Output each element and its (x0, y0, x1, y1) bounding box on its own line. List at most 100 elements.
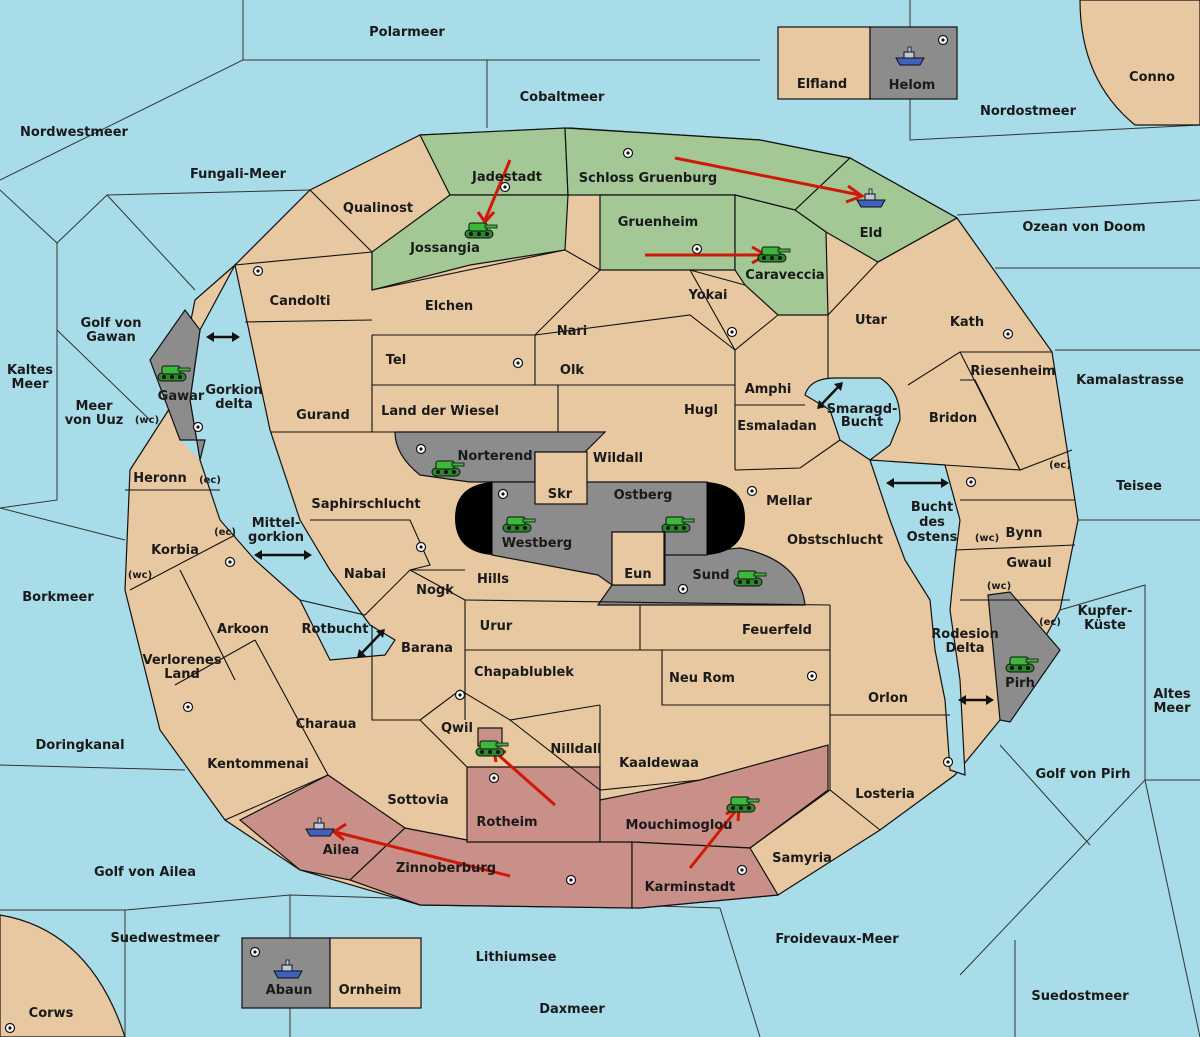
sea-altes-meer[interactable]: Altes (1153, 687, 1191, 702)
sea-daxmeer[interactable]: Daxmeer (539, 1002, 605, 1017)
land-neu-rom[interactable]: Neu Rom (669, 671, 735, 686)
land-saphirschlucht[interactable]: Saphirschlucht (311, 497, 420, 512)
land-ailea[interactable]: Ailea (323, 843, 360, 858)
land-nogk[interactable]: Nogk (416, 583, 454, 598)
sea-ozean-von-doom[interactable]: Ozean von Doom (1022, 220, 1145, 235)
land-orlon[interactable]: Orlon (868, 691, 908, 706)
sea-kupfer-kueste[interactable]: Kupfer- (1078, 604, 1133, 619)
land-feuerfeld[interactable]: Feuerfeld (742, 623, 812, 638)
fleet-unit-icon[interactable] (895, 46, 925, 66)
army-unit-icon[interactable] (502, 516, 536, 533)
land-charaua[interactable]: Charaua (296, 717, 357, 732)
army-unit-icon[interactable] (475, 740, 509, 757)
land-rodesion-delta[interactable]: Rodesion (931, 627, 998, 642)
land-ostberg[interactable]: Ostberg (614, 488, 673, 503)
army-unit-icon[interactable] (431, 460, 465, 477)
land-jadestadt[interactable]: Jadestadt (471, 170, 542, 185)
sea-teisee[interactable]: Teisee (1116, 479, 1162, 494)
land-qwil[interactable]: Qwil (441, 721, 473, 736)
land-gawar[interactable]: Gawar (158, 389, 205, 404)
land-bridon[interactable]: Bridon (929, 411, 977, 426)
land-gurand[interactable]: Gurand (296, 408, 350, 423)
land-abaun[interactable]: Abaun (266, 983, 313, 998)
land-hills[interactable]: Hills (477, 572, 509, 587)
region-ornheim[interactable] (329, 937, 422, 1009)
sea-kaltes-meer[interactable]: Kaltes (7, 363, 53, 378)
region-conno[interactable] (1079, 0, 1200, 126)
land-rotheim[interactable]: Rotheim (476, 815, 537, 830)
sea-kamalastrasse[interactable]: Kamalastrasse (1076, 373, 1184, 388)
sea-bucht-des-ostens[interactable]: Bucht (911, 500, 953, 515)
land-mellar[interactable]: Mellar (766, 494, 812, 509)
land-qualinost[interactable]: Qualinost (343, 201, 413, 216)
sea-suedwestmeer[interactable]: Suedwestmeer (110, 931, 220, 946)
region-eld[interactable] (794, 157, 959, 263)
land-tel[interactable]: Tel (386, 353, 406, 368)
land-elchen[interactable]: Elchen (425, 299, 473, 314)
fleet-unit-icon[interactable] (305, 817, 335, 837)
land-norterend[interactable]: Norterend (457, 449, 532, 464)
region-gruenheim[interactable] (599, 194, 736, 271)
region-karminstadt[interactable] (631, 841, 780, 909)
army-unit-icon[interactable] (1005, 656, 1039, 673)
land-westberg[interactable]: Westberg (502, 536, 572, 551)
land-esmaladan[interactable]: Esmaladan (737, 419, 817, 434)
land-corws[interactable]: Corws (29, 1006, 74, 1021)
army-unit-icon[interactable] (661, 516, 695, 533)
land-wildall[interactable]: Wildall (593, 451, 643, 466)
land-heronn[interactable]: Heronn (133, 471, 187, 486)
land-jossangia[interactable]: Jossangia (409, 241, 480, 256)
land-nari[interactable]: Nari (557, 324, 588, 339)
land-utar[interactable]: Utar (855, 313, 888, 328)
land-obstschlucht[interactable]: Obstschlucht (787, 533, 883, 548)
land-riesenheim[interactable]: Riesenheim (970, 364, 1055, 379)
region-elfland[interactable] (777, 26, 871, 100)
sea-golf-von-ailea[interactable]: Golf von Ailea (94, 865, 196, 880)
land-barana[interactable]: Barana (401, 641, 453, 656)
land-eun[interactable]: Eun (624, 567, 651, 582)
sea-meer-von-uuz[interactable]: Meer (76, 399, 114, 414)
land-candolti[interactable]: Candolti (270, 294, 331, 309)
land-gwaul[interactable]: Gwaul (1006, 556, 1051, 571)
land-arkoon[interactable]: Arkoon (217, 622, 269, 637)
land-urur[interactable]: Urur (480, 619, 513, 634)
land-ornheim[interactable]: Ornheim (339, 983, 402, 998)
land-pirh[interactable]: Pirh (1005, 676, 1035, 691)
land-chapablublek[interactable]: Chapablublek (474, 665, 574, 680)
land-schloss-gruenburg[interactable]: Schloss Gruenburg (579, 171, 717, 186)
land-amphi[interactable]: Amphi (745, 382, 792, 397)
region-eun[interactable] (611, 531, 665, 586)
land-gorkion-delta[interactable]: Gorkion (205, 383, 262, 398)
land-zinnoberburg[interactable]: Zinnoberburg (396, 861, 496, 876)
fleet-unit-icon[interactable] (273, 959, 303, 979)
land-gruenheim[interactable]: Gruenheim (618, 215, 698, 230)
land-kaaldewaa[interactable]: Kaaldewaa (619, 756, 699, 771)
land-land-der-wiesel[interactable]: Land der Wiesel (381, 404, 499, 419)
army-unit-icon[interactable] (157, 365, 191, 382)
land-kentommenai[interactable]: Kentommenai (207, 757, 308, 772)
army-unit-icon[interactable] (464, 222, 498, 239)
sea-golf-von-gawan[interactable]: Golf von (81, 316, 142, 331)
sea-suedostmeer[interactable]: Suedostmeer (1031, 989, 1129, 1004)
land-bynn[interactable]: Bynn (1006, 526, 1043, 541)
sea-smaragd-bucht[interactable]: Smaragd- (827, 402, 898, 417)
sea-doringkanal[interactable]: Doringkanal (35, 738, 124, 753)
sea-polarmeer[interactable]: Polarmeer (369, 25, 445, 40)
army-unit-icon[interactable] (757, 246, 791, 263)
sea-nordwestmeer[interactable]: Nordwestmeer (20, 125, 128, 140)
sea-cobaltmeer[interactable]: Cobaltmeer (520, 90, 605, 105)
land-skr[interactable]: Skr (548, 487, 573, 502)
sea-fungali[interactable]: Fungali-Meer (190, 167, 287, 182)
land-kath[interactable]: Kath (950, 315, 984, 330)
land-hugl[interactable]: Hugl (684, 403, 718, 418)
land-karminstadt[interactable]: Karminstadt (645, 880, 736, 895)
fleet-unit-icon[interactable] (856, 188, 886, 208)
land-korbia[interactable]: Korbia (151, 543, 199, 558)
land-conno[interactable]: Conno (1129, 70, 1175, 85)
sea-nordostmeer[interactable]: Nordostmeer (980, 104, 1077, 119)
land-elfland[interactable]: Elfland (797, 77, 847, 92)
sea-lithiumsee[interactable]: Lithiumsee (476, 950, 557, 965)
land-yokai[interactable]: Yokai (687, 288, 727, 303)
sea-rotbucht[interactable]: Rotbucht (302, 622, 369, 637)
region-sund[interactable] (596, 547, 806, 606)
